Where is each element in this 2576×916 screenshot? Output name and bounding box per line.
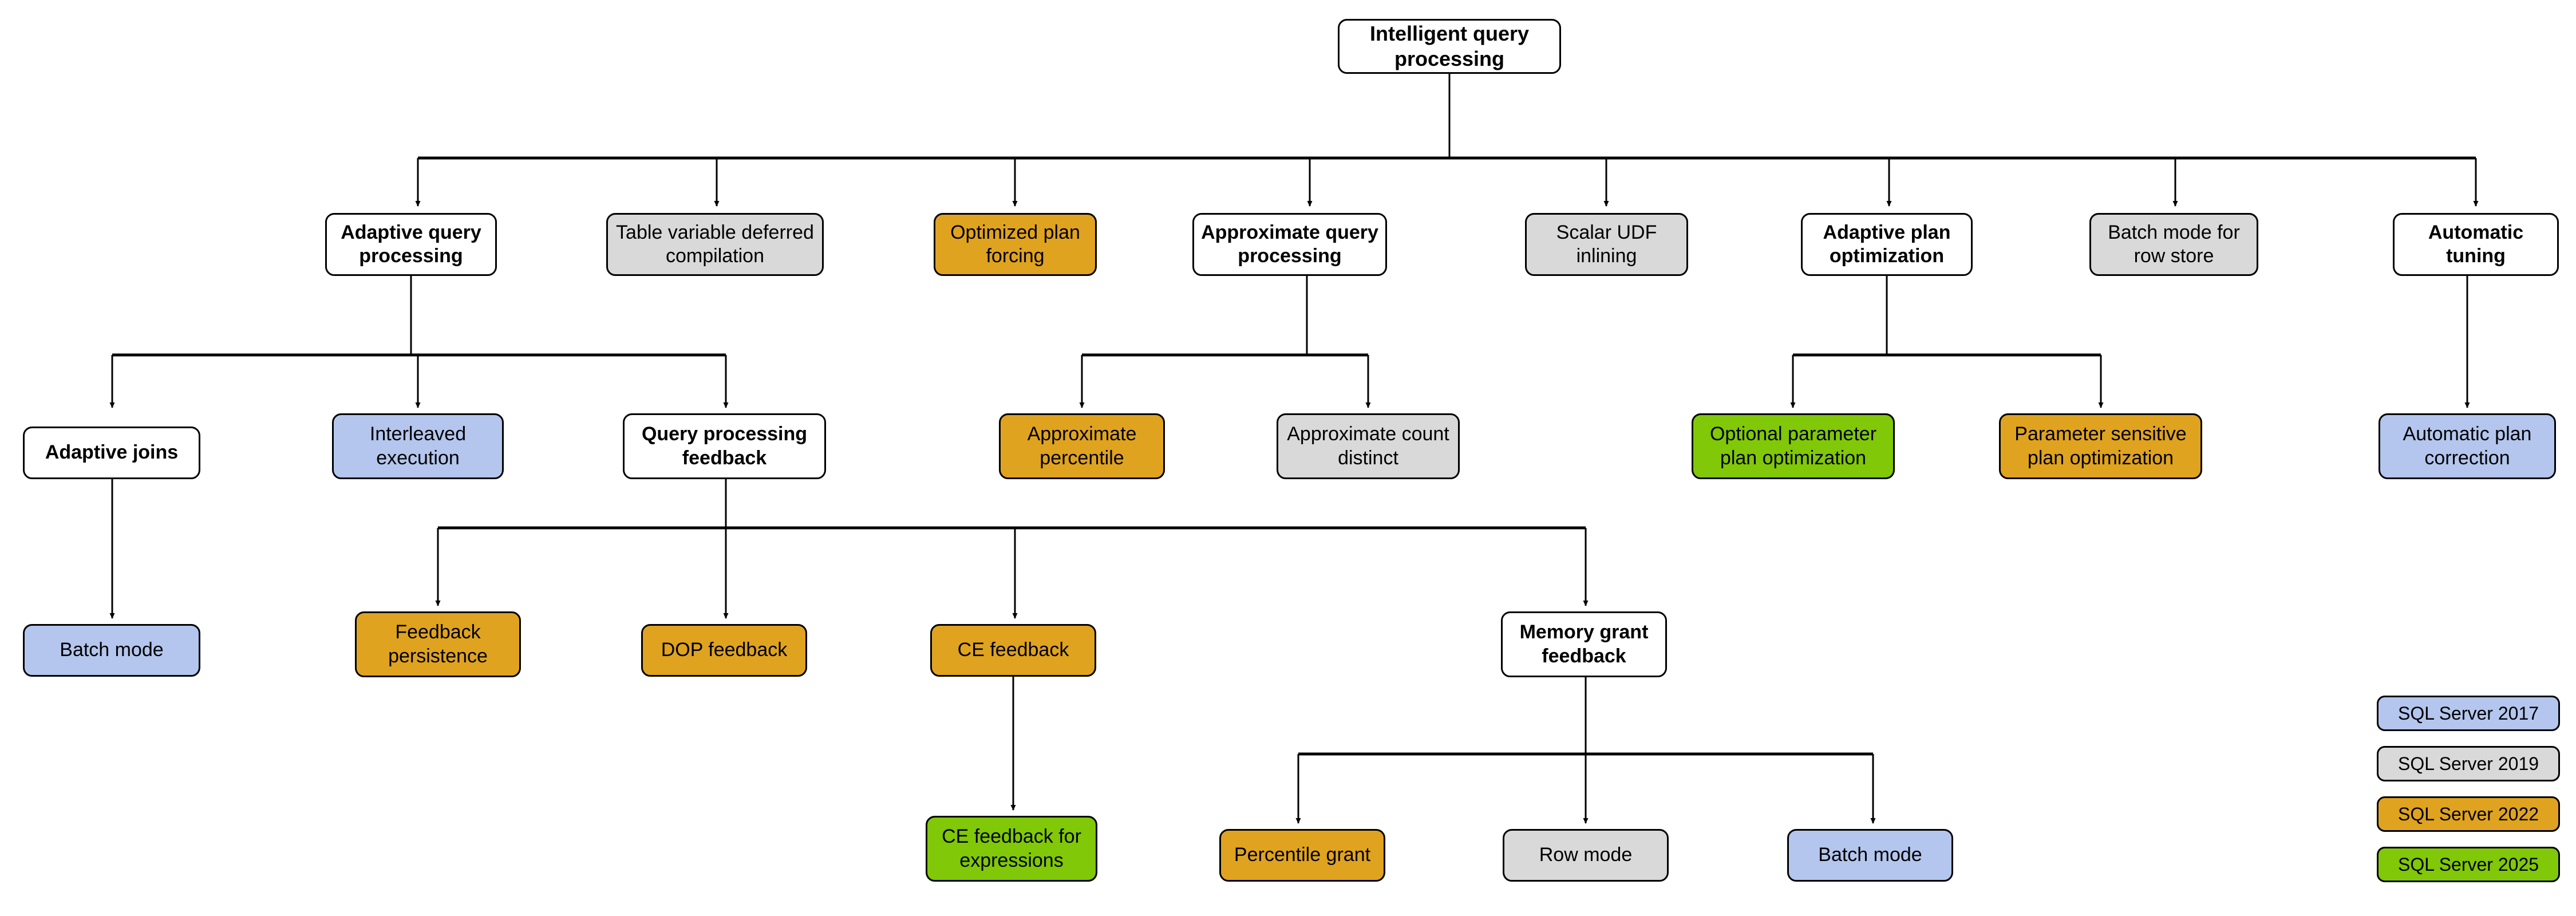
node-feedback-persistence[interactable]: Feedback persistence [355,611,521,677]
node-root[interactable]: Intelligent query processing [1338,19,1561,74]
node-percentile-grant[interactable]: Percentile grant [1219,829,1385,882]
node-batch-mode-for-row-store[interactable]: Batch mode for row store [2089,213,2258,276]
node-optional-parameter-plan-optimization[interactable]: Optional parameter plan optimization [1692,413,1895,479]
node-ce-feedback[interactable]: CE feedback [930,624,1096,677]
legend-sql-server-2019: SQL Server 2019 [2377,746,2560,781]
node-row-mode[interactable]: Row mode [1503,829,1669,882]
node-query-processing-feedback[interactable]: Query processing feedback [623,413,826,479]
node-adaptive-plan-optimization[interactable]: Adaptive plan optimization [1801,213,1973,276]
node-optimized-plan-forcing[interactable]: Optimized plan forcing [934,213,1097,276]
node-approximate-query-processing[interactable]: Approximate query processing [1192,213,1387,276]
node-dop-feedback[interactable]: DOP feedback [641,624,807,677]
node-parameter-sensitive-plan-optimization[interactable]: Parameter sensitive plan optimization [1999,413,2202,479]
node-memory-grant-feedback[interactable]: Memory grant feedback [1501,611,1667,677]
legend-sql-server-2017: SQL Server 2017 [2377,696,2560,731]
node-adaptive-query-processing[interactable]: Adaptive query processing [325,213,497,276]
node-table-variable-deferred-compilation[interactable]: Table variable deferred compilation [606,213,824,276]
node-automatic-tuning[interactable]: Automatic tuning [2393,213,2559,276]
legend-sql-server-2025: SQL Server 2025 [2377,847,2560,882]
node-ce-feedback-for-expressions[interactable]: CE feedback for expressions [926,816,1097,882]
node-approximate-count-distinct[interactable]: Approximate count distinct [1277,413,1460,479]
node-batch-mode-memory-grant[interactable]: Batch mode [1787,829,1953,882]
legend-sql-server-2022: SQL Server 2022 [2377,796,2560,832]
node-approximate-percentile[interactable]: Approximate percentile [999,413,1165,479]
node-batch-mode-adaptive-joins[interactable]: Batch mode [23,624,200,677]
node-automatic-plan-correction[interactable]: Automatic plan correction [2379,413,2556,479]
node-interleaved-execution[interactable]: Interleaved execution [332,413,504,479]
node-adaptive-joins[interactable]: Adaptive joins [23,427,200,479]
node-scalar-udf-inlining[interactable]: Scalar UDF inlining [1525,213,1688,276]
